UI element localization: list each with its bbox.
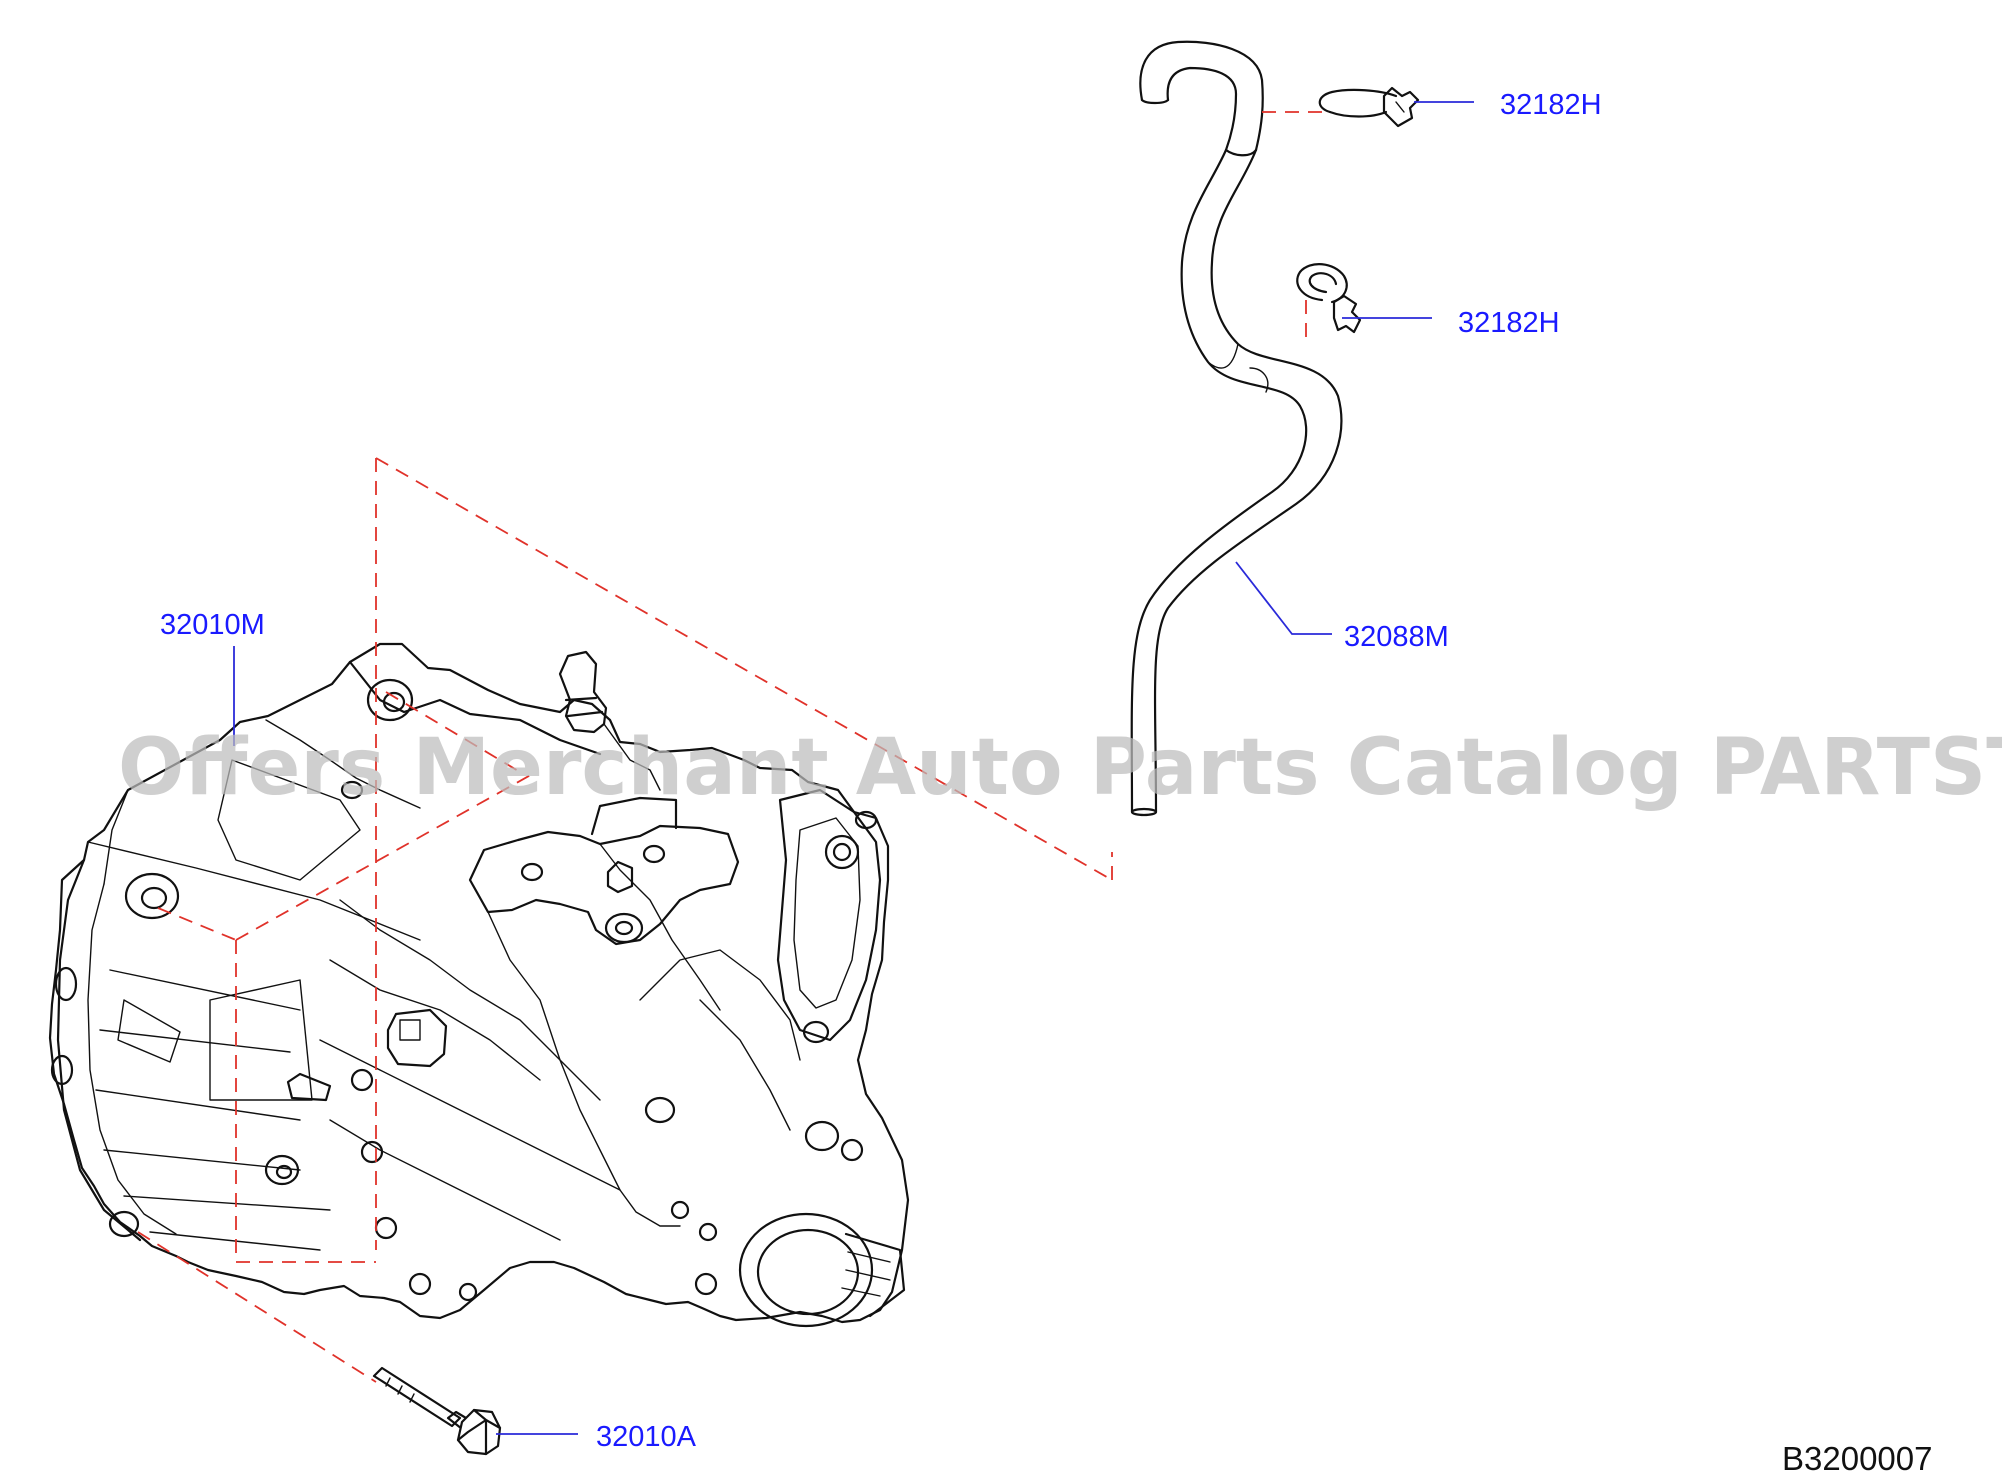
leader-lines (233, 101, 1474, 1435)
watermark-text: Offers Merchant Auto Parts Catalog PARTS… (118, 723, 2002, 813)
callout-bolt[interactable]: 32010A (596, 1421, 697, 1453)
callout-transaxle-assembly[interactable]: 32010M (160, 609, 265, 641)
callout-breather-hose[interactable]: 32088M (1344, 621, 1449, 653)
callout-clamp-lower[interactable]: 32182H (1458, 307, 1560, 339)
mounting-bolt[interactable] (372, 1366, 502, 1456)
transaxle-assembly[interactable] (48, 642, 910, 1328)
reference-lines (137, 111, 1330, 1383)
hose-clamp-upper[interactable] (1318, 86, 1420, 128)
diagram-code: B3200007 (1782, 1440, 1932, 1477)
callout-clamp-upper[interactable]: 32182H (1500, 89, 1602, 121)
hose-clamp-lower[interactable] (1296, 263, 1362, 334)
breather-hose[interactable] (1130, 40, 1343, 817)
